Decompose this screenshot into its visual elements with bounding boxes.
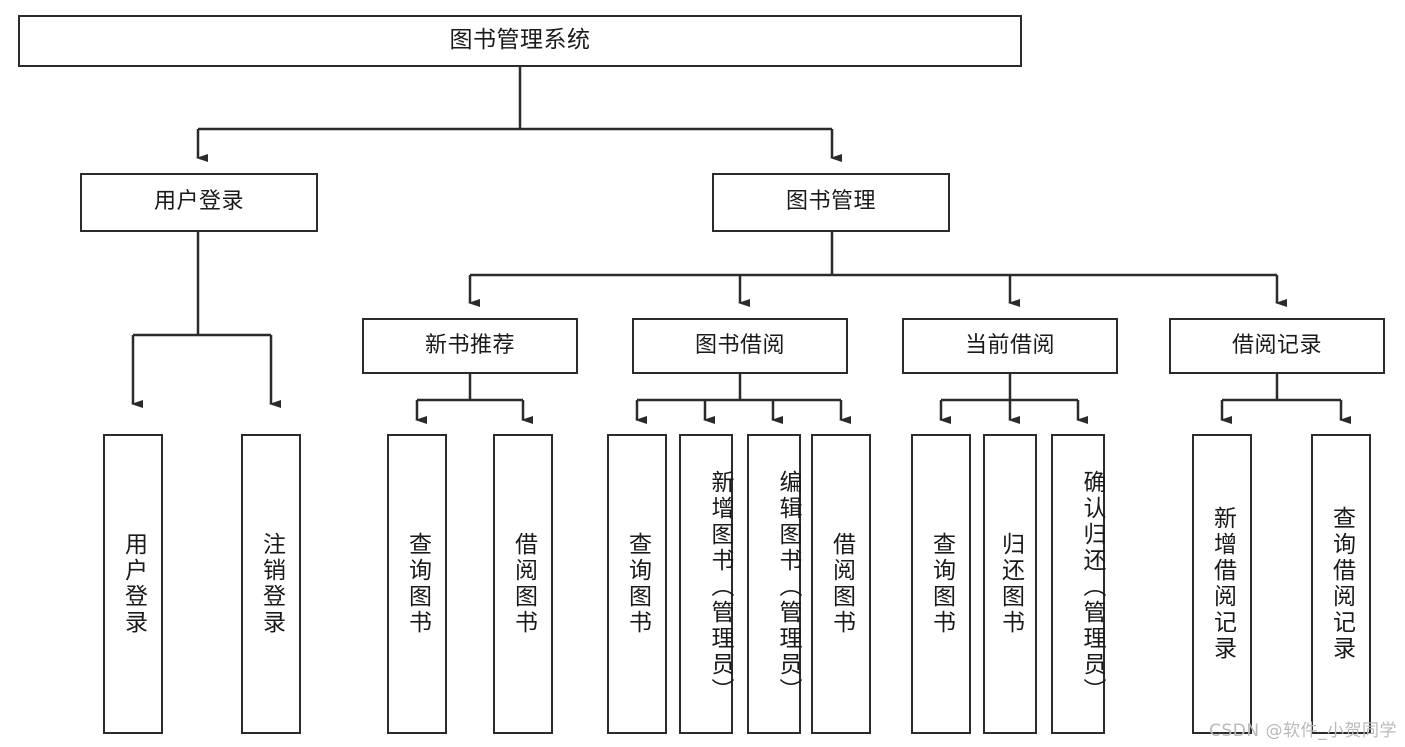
node-book-management[interactable]: 图书管理 bbox=[712, 173, 950, 232]
leaf-book-borrow-borrow-book[interactable]: 借阅图书 bbox=[811, 434, 871, 734]
leaf-new-book-borrow-book[interactable]: 借阅图书 bbox=[493, 434, 553, 734]
leaf-book-borrow-edit-book-admin[interactable]: 编辑图书（管理员） bbox=[747, 434, 801, 734]
node-new-book-recommendation[interactable]: 新书推荐 bbox=[362, 318, 578, 374]
leaf-borrow-record-add-record[interactable]: 新增借阅记录 bbox=[1192, 434, 1252, 734]
node-label: 借阅记录 bbox=[1231, 332, 1322, 358]
node-user-login[interactable]: 用户登录 bbox=[80, 173, 318, 232]
node-current-borrow[interactable]: 当前借阅 bbox=[902, 318, 1118, 374]
node-label: 图书管理 bbox=[785, 189, 876, 215]
node-root-book-management-system[interactable]: 图书管理系统 bbox=[18, 15, 1022, 67]
leaf-user-login-login[interactable]: 用户登录 bbox=[103, 434, 163, 734]
leaf-book-borrow-add-book-admin[interactable]: 新增图书（管理员） bbox=[679, 434, 733, 734]
leaf-borrow-record-query-record[interactable]: 查询借阅记录 bbox=[1311, 434, 1371, 734]
node-label: 归还图书 bbox=[997, 532, 1024, 636]
leaf-current-borrow-return-book[interactable]: 归还图书 bbox=[983, 434, 1037, 734]
node-label: 查询图书 bbox=[928, 532, 955, 636]
node-label: 借阅图书 bbox=[828, 532, 855, 636]
node-label: 查询图书 bbox=[624, 532, 651, 636]
csdn-watermark: CSDN @软件_小贺同学 bbox=[1209, 721, 1397, 741]
leaf-user-login-logout[interactable]: 注销登录 bbox=[241, 434, 301, 734]
node-label: 借阅图书 bbox=[510, 532, 537, 636]
node-label: 编辑图书（管理员） bbox=[775, 470, 801, 704]
node-label: 查询图书 bbox=[404, 532, 431, 636]
leaf-new-book-query-book[interactable]: 查询图书 bbox=[387, 434, 447, 734]
node-label: 查询借阅记录 bbox=[1328, 506, 1355, 662]
node-label: 图书借阅 bbox=[694, 332, 785, 358]
node-label: 新增借阅记录 bbox=[1209, 506, 1236, 662]
node-label: 新书推荐 bbox=[424, 332, 515, 358]
node-label: 图书管理系统 bbox=[449, 27, 591, 54]
node-label: 当前借阅 bbox=[964, 332, 1055, 358]
node-label: 注销登录 bbox=[258, 532, 285, 636]
leaf-book-borrow-query-book[interactable]: 查询图书 bbox=[607, 434, 667, 734]
node-label: 新增图书（管理员） bbox=[707, 470, 733, 704]
node-borrow-record[interactable]: 借阅记录 bbox=[1169, 318, 1385, 374]
leaf-current-borrow-query-book[interactable]: 查询图书 bbox=[911, 434, 971, 734]
leaf-current-borrow-confirm-return-admin[interactable]: 确认归还（管理员） bbox=[1051, 434, 1105, 734]
node-book-borrow[interactable]: 图书借阅 bbox=[632, 318, 848, 374]
node-label: 用户登录 bbox=[120, 532, 147, 636]
node-label: 确认归还（管理员） bbox=[1079, 470, 1105, 704]
node-label: 用户登录 bbox=[153, 189, 244, 215]
